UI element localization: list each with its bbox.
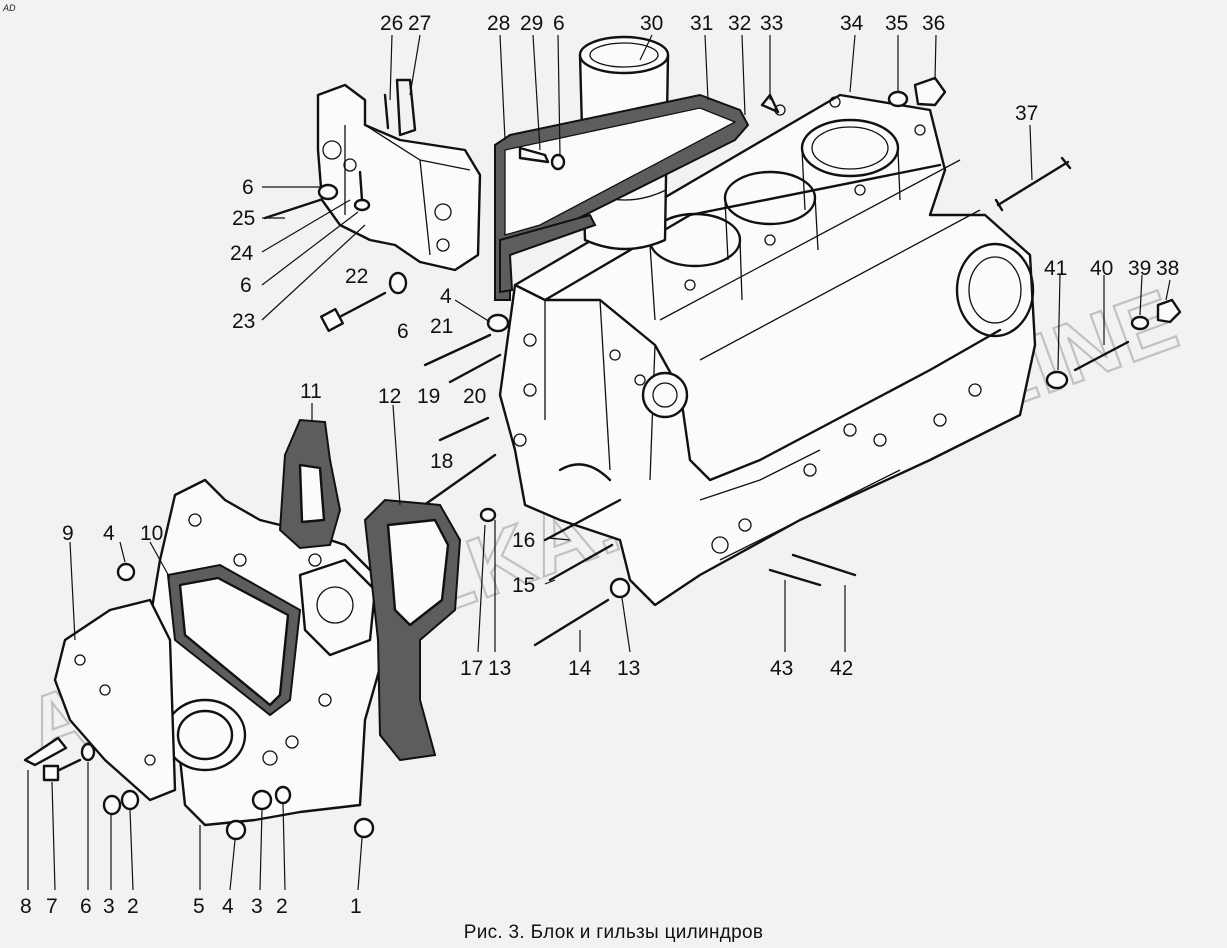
part-label: 42 [830,657,853,680]
part-label: 2 [276,895,288,918]
part-label: 13 [488,657,511,680]
timing-cover [53,418,462,827]
part-label: 4 [222,895,234,918]
part-label: 33 [760,12,783,35]
part-label: 11 [300,380,322,403]
part-label: 18 [430,450,453,473]
part-label: 27 [408,12,431,35]
part-label: 28 [487,12,510,35]
part-label: 43 [770,657,793,680]
part-label: 6 [397,320,409,343]
part-label: 30 [640,12,663,35]
part-label: 1 [350,895,362,918]
part-label: 4 [103,522,115,545]
part-label: 9 [62,522,74,545]
part-label: 22 [345,265,368,288]
part-label: 6 [240,274,252,297]
part-label: 7 [46,895,58,918]
bottom-fasteners [23,562,375,841]
part-label: 4 [440,285,452,308]
part-label: 32 [728,12,751,35]
part-label: 38 [1156,257,1179,280]
right-studs [533,298,1182,647]
side-gasket [494,93,750,301]
top-fasteners [319,76,1072,523]
part-label: 6 [242,176,254,199]
part-label: 39 [1128,257,1151,280]
corner-code: AD [2,3,16,13]
part-label: 24 [230,242,254,265]
part-label: 23 [232,310,255,333]
part-label: 10 [140,522,163,545]
part-label: 8 [20,895,32,918]
part-label: 25 [232,207,255,230]
part-label: 3 [251,895,263,918]
part-label: 5 [193,895,205,918]
part-label: 6 [553,12,565,35]
part-label: 19 [417,385,440,408]
leader-lines [27,34,1171,891]
part-label: 29 [520,12,543,35]
part-label: 2 [127,895,139,918]
figure-caption: Рис. 3. Блок и гильзы цилиндров [463,922,764,943]
part-label: 12 [378,385,401,408]
part-label: 40 [1090,257,1113,280]
part-label: 3 [103,895,115,918]
part-label: 26 [380,12,403,35]
part-label: 41 [1044,257,1067,280]
filter-bracket [263,78,482,272]
part-label: 17 [460,657,483,680]
part-label: 20 [463,385,486,408]
part-label: 31 [690,12,713,35]
part-label: 14 [568,657,592,680]
part-label: 37 [1015,102,1038,125]
part-label: 35 [885,12,908,35]
part-label: 13 [617,657,640,680]
part-label: 16 [512,529,535,552]
part-label: 6 [80,895,92,918]
part-label: 21 [430,315,453,338]
part-label: 36 [922,12,945,35]
part-label: 15 [512,574,535,597]
part-label: 34 [840,12,864,35]
